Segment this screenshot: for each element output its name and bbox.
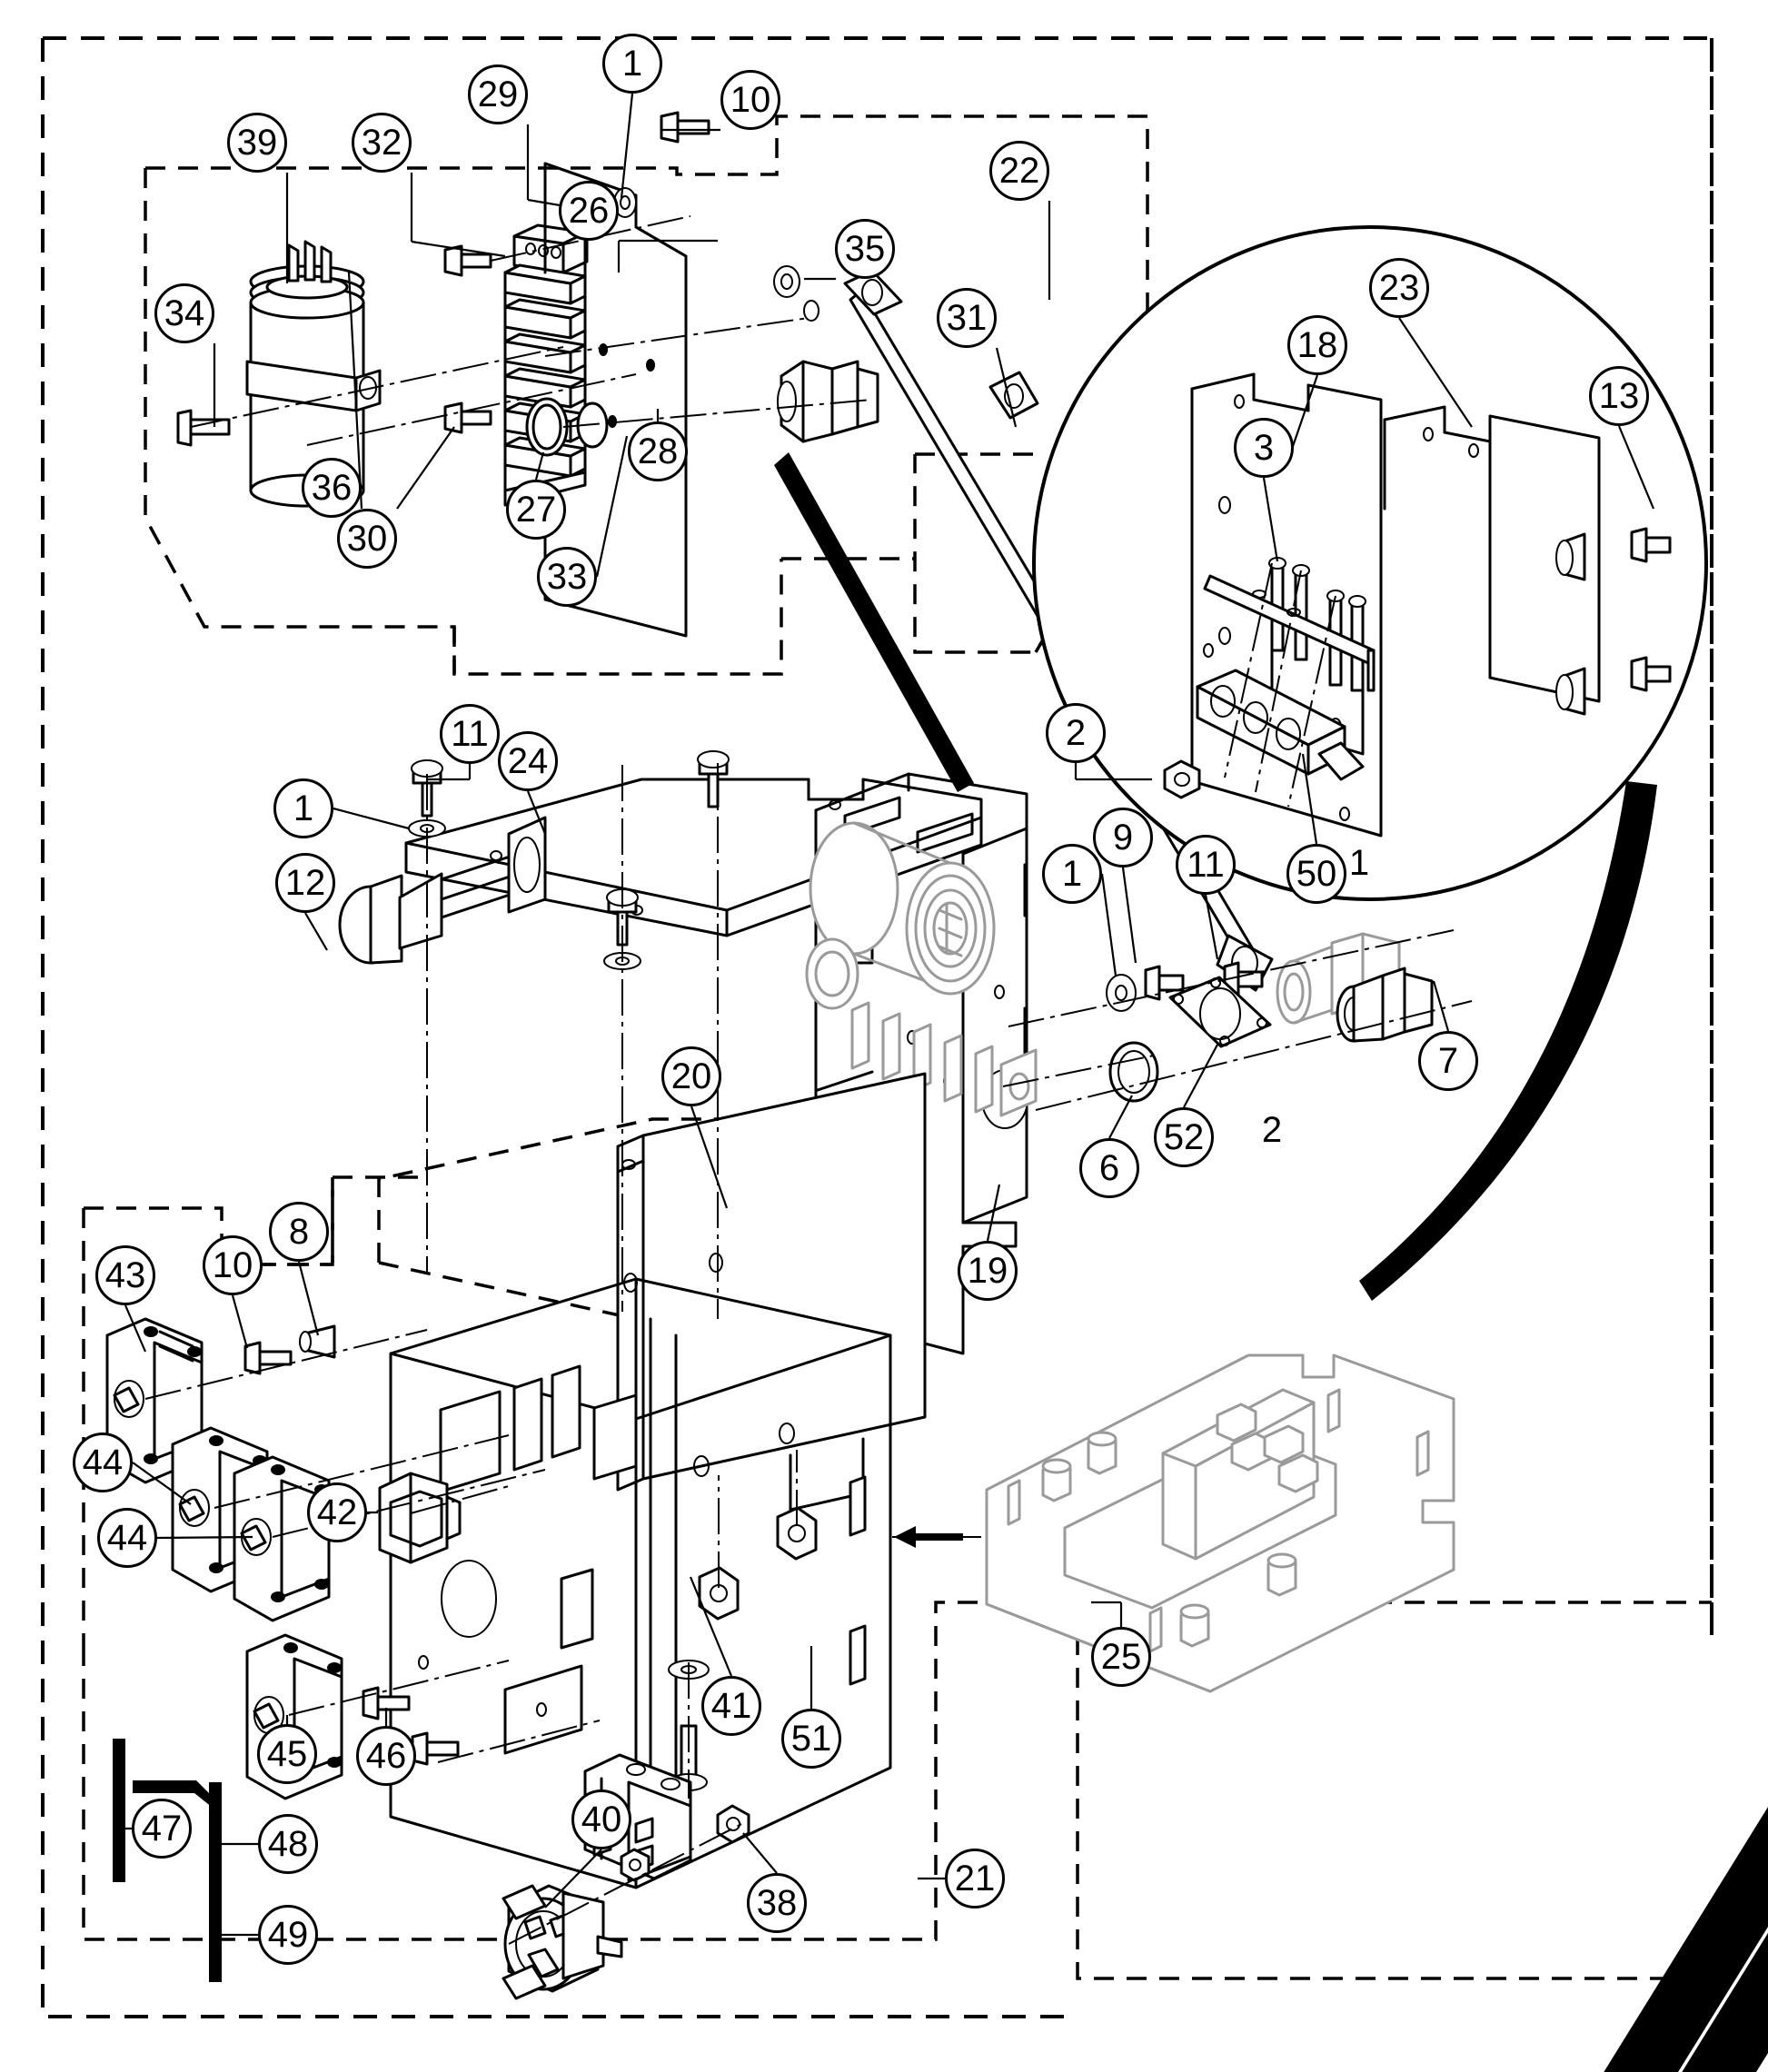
callout-balloon-19[interactable]: 19 xyxy=(958,1241,1018,1301)
callout-balloon-13[interactable]: 13 xyxy=(1589,366,1649,426)
switch-44b xyxy=(233,1455,331,1622)
callout-balloon-11[interactable]: 11 xyxy=(440,704,500,764)
divider-plate-20 xyxy=(616,1072,927,1512)
callout-balloon-27[interactable]: 27 xyxy=(506,480,566,540)
callout-balloon-36[interactable]: 36 xyxy=(302,458,362,518)
callout-balloon-24[interactable]: 24 xyxy=(498,731,558,791)
callout-balloon-52[interactable]: 52 xyxy=(1154,1107,1214,1167)
callout-balloon-48[interactable]: 48 xyxy=(258,1814,318,1874)
detail-circle-upper-right xyxy=(1032,225,1708,901)
callout-balloon-50[interactable]: 50 xyxy=(1286,844,1346,904)
callout-balloon-23[interactable]: 23 xyxy=(1369,258,1429,318)
callout-balloon-11[interactable]: 11 xyxy=(1176,835,1236,895)
callout-balloon-20[interactable]: 20 xyxy=(661,1046,721,1106)
callout-balloon-46[interactable]: 46 xyxy=(356,1726,416,1786)
callout-balloon-32[interactable]: 32 xyxy=(352,113,412,173)
callout-balloon-26[interactable]: 26 xyxy=(559,181,619,241)
note-triangle-label: 2 xyxy=(1261,1110,1283,1150)
ghost-internal-components xyxy=(805,821,1038,1117)
callout-balloon-1[interactable]: 1 xyxy=(602,34,662,94)
gland-stack-right xyxy=(1008,929,1473,1111)
top-cover-24 xyxy=(338,778,983,965)
callout-balloon-34[interactable]: 34 xyxy=(154,283,214,343)
fasteners-top xyxy=(443,111,819,434)
cable-gland-28 xyxy=(777,360,879,443)
callout-balloon-41[interactable]: 41 xyxy=(701,1676,761,1736)
callout-balloon-40[interactable]: 40 xyxy=(571,1789,631,1849)
callout-balloon-35[interactable]: 35 xyxy=(835,219,895,279)
callout-balloon-3[interactable]: 3 xyxy=(1234,418,1294,478)
callout-balloon-30[interactable]: 30 xyxy=(337,509,397,569)
callout-balloon-10[interactable]: 10 xyxy=(203,1235,263,1295)
callout-balloon-45[interactable]: 45 xyxy=(257,1724,317,1784)
callout-balloon-51[interactable]: 51 xyxy=(781,1709,841,1769)
callout-balloon-12[interactable]: 12 xyxy=(275,853,335,913)
ghost-base-plate-25 xyxy=(985,1353,1455,1693)
small-fasteners-lower xyxy=(243,1324,460,1766)
callout-balloon-25[interactable]: 25 xyxy=(1091,1627,1151,1687)
callout-balloon-22[interactable]: 22 xyxy=(989,141,1049,201)
callout-balloon-47[interactable]: 47 xyxy=(132,1799,192,1859)
callout-balloon-38[interactable]: 38 xyxy=(747,1873,807,1933)
callout-balloon-21[interactable]: 21 xyxy=(945,1849,1005,1908)
note-triangle-label: 1 xyxy=(1348,843,1370,883)
callout-balloon-8[interactable]: 8 xyxy=(269,1202,329,1262)
callout-balloon-39[interactable]: 39 xyxy=(227,113,287,173)
callout-balloon-28[interactable]: 28 xyxy=(628,421,688,481)
receptacle-40 xyxy=(502,1848,651,2000)
callout-balloon-44[interactable]: 44 xyxy=(73,1433,133,1492)
callout-balloon-6[interactable]: 6 xyxy=(1079,1138,1139,1198)
callout-balloon-1[interactable]: 1 xyxy=(1042,844,1102,904)
callout-balloon-2[interactable]: 2 xyxy=(1046,703,1106,763)
callout-balloon-43[interactable]: 43 xyxy=(95,1245,155,1305)
note-triangle-1[interactable]: 1 xyxy=(1308,808,1768,2072)
callout-balloon-31[interactable]: 31 xyxy=(937,288,997,348)
callout-balloon-42[interactable]: 42 xyxy=(307,1482,367,1542)
callout-balloon-1[interactable]: 1 xyxy=(273,778,333,838)
callout-balloon-29[interactable]: 29 xyxy=(468,64,528,124)
note-triangle-2[interactable]: 2 xyxy=(1221,1076,1768,2072)
callout-balloon-9[interactable]: 9 xyxy=(1093,808,1153,867)
wires xyxy=(113,1739,222,1982)
callout-balloon-18[interactable]: 18 xyxy=(1287,315,1347,375)
callout-balloon-7[interactable]: 7 xyxy=(1418,1031,1478,1091)
callout-balloon-44[interactable]: 44 xyxy=(97,1508,157,1568)
callout-balloon-49[interactable]: 49 xyxy=(258,1905,318,1965)
rocker-switch-42 xyxy=(378,1472,462,1564)
leader-lines xyxy=(119,93,1655,1937)
callout-balloon-10[interactable]: 10 xyxy=(720,70,780,130)
callout-balloon-33[interactable]: 33 xyxy=(537,547,597,607)
